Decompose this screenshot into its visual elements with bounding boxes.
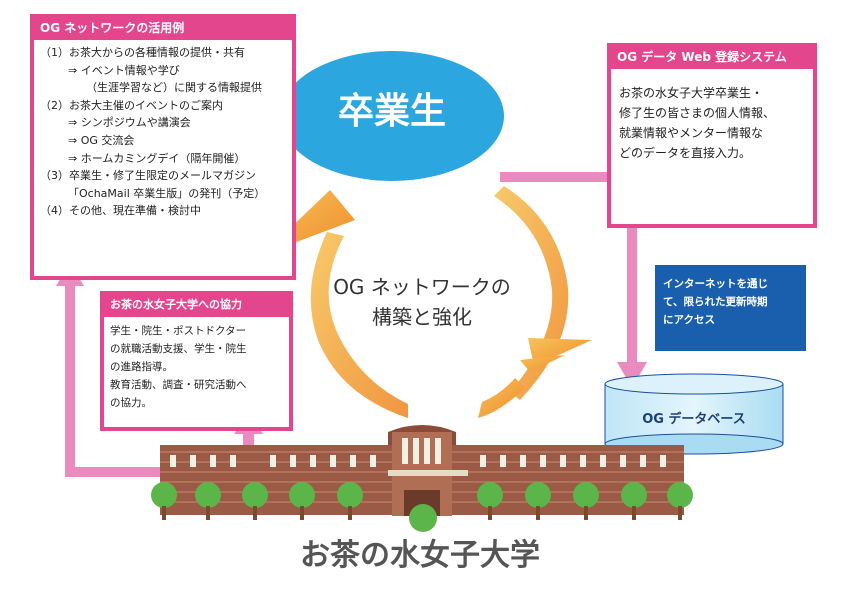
registration-line: 修了生の皆さまの個人情報、 bbox=[619, 106, 776, 120]
cooperation-line: 学生・院生・ポストドクター bbox=[110, 325, 247, 337]
trees-icon bbox=[151, 482, 693, 532]
uses-line: （3）卒業生・修了生限定のメールマガジン bbox=[40, 169, 256, 183]
connector-graduates-to-database bbox=[500, 172, 647, 388]
cooperation-line: の進路指導。 bbox=[110, 361, 173, 373]
uses-line: （1）お茶大からの各種情報の提供・共有 bbox=[40, 46, 245, 59]
uses-line: ⇒ ホームカミングデイ（隔年開催） bbox=[68, 151, 246, 165]
internet-line: て、限られた更新時期 bbox=[663, 296, 768, 308]
network-uses-box: OG ネットワークの活用例 （1）お茶大からの各種情報の提供・共有 ⇒ イベント… bbox=[30, 14, 296, 280]
uses-line: ⇒ OG 交流会 bbox=[68, 133, 135, 147]
registration-system-text: お茶の水女子大学卒業生・ 修了生の皆さまの個人情報、 就業情報やメンター情報な … bbox=[611, 69, 813, 177]
graduates-label: 卒業生 bbox=[337, 91, 446, 132]
cooperation-box: お茶の水女子大学への協力 学生・院生・ポストドクター の就職活動支援、学生・院生… bbox=[100, 291, 293, 431]
center-label-line-2: 構築と強化 bbox=[372, 305, 472, 329]
internet-line: インターネットを通じ bbox=[663, 278, 768, 290]
registration-system-box: OG データ Web 登録システム お茶の水女子大学卒業生・ 修了生の皆さまの個… bbox=[607, 43, 817, 228]
cooperation-line: 教育活動、調査・研究活動へ bbox=[110, 379, 247, 391]
internet-line: にアクセス bbox=[663, 314, 715, 326]
registration-line: 就業情報やメンター情報な bbox=[619, 126, 764, 140]
registration-system-title: OG データ Web 登録システム bbox=[611, 47, 813, 69]
uses-line: ⇒ イベント情報や学び bbox=[68, 63, 180, 77]
center-label-line-1: OG ネットワークの bbox=[333, 275, 511, 299]
graduates-ellipse bbox=[280, 51, 504, 181]
university-building-icon bbox=[160, 425, 684, 516]
cooperation-title: お茶の水女子大学への協力 bbox=[104, 295, 289, 317]
network-uses-title: OG ネットワークの活用例 bbox=[34, 18, 292, 40]
registration-line: お茶の水女子大学卒業生・ bbox=[619, 86, 764, 100]
uses-line: （4）その他、現在準備・検討中 bbox=[40, 204, 201, 218]
uses-line: （2）お茶大主催のイベントのご案内 bbox=[40, 98, 223, 112]
uses-line: （生涯学習など）に関する情報提供 bbox=[86, 81, 262, 95]
internet-access-box: インターネットを通じ て、限られた更新時期 にアクセス bbox=[655, 265, 806, 351]
database-label: OG データベース bbox=[642, 412, 746, 427]
uses-line: 「OchaMail 卒業生版」の発刊（予定） bbox=[68, 186, 266, 200]
network-center-label: OG ネットワークの 構築と強化 bbox=[312, 272, 532, 332]
university-label: お茶の水女子大学 bbox=[300, 538, 540, 573]
cooperation-line: の協力。 bbox=[110, 397, 152, 409]
uses-line: ⇒ シンポジウムや講演会 bbox=[68, 116, 191, 130]
network-uses-list: （1）お茶大からの各種情報の提供・共有 ⇒ イベント情報や学び （生涯学習など）… bbox=[34, 40, 292, 224]
cooperation-text: 学生・院生・ポストドクター の就職活動支援、学生・院生 の進路指導。 教育活動、… bbox=[104, 317, 289, 417]
cooperation-line: の就職活動支援、学生・院生 bbox=[110, 343, 247, 355]
registration-line: どのデータを直接入力。 bbox=[619, 146, 752, 160]
